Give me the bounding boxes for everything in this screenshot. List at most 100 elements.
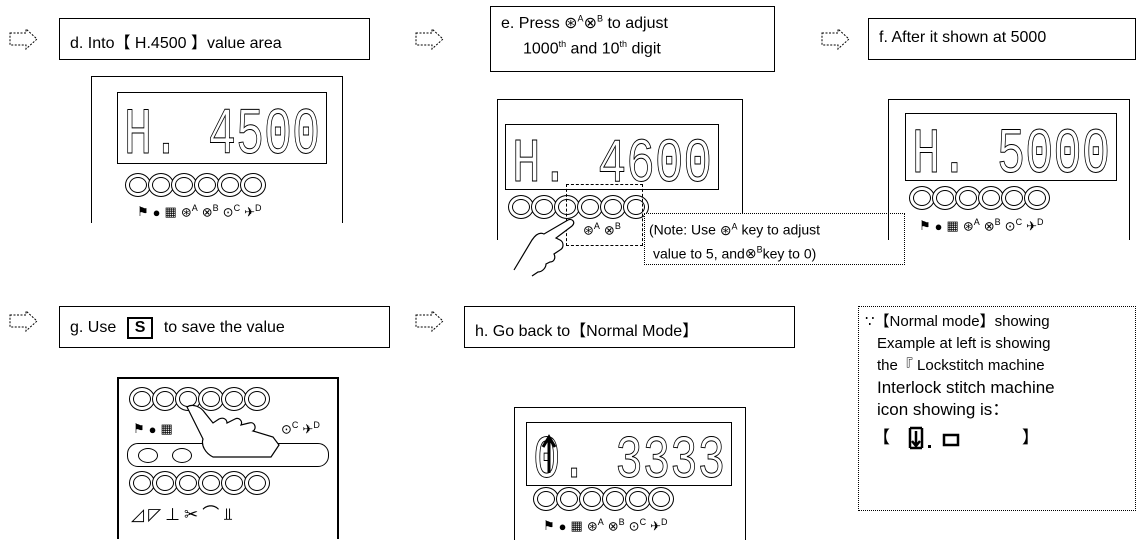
control-panel-e: H. 4600 xyxy=(497,99,743,240)
presser-foot-icon: ⊛A xyxy=(583,220,600,237)
button-row xyxy=(533,487,674,511)
note-box: (Note: Use ⊛A key to adjust value to 5, … xyxy=(644,213,905,265)
right-arrow-icon xyxy=(415,28,444,50)
back-tack-icon: ⊥ xyxy=(165,505,180,524)
w-icon: ▦ xyxy=(160,421,173,436)
panel-button[interactable] xyxy=(623,195,649,219)
presser-foot-key-icon: ⊛A xyxy=(564,13,584,32)
panel-button[interactable] xyxy=(1001,186,1027,210)
function-icon-row: ⊙C ✈D xyxy=(281,415,324,437)
note-line: ∵【Normal mode】showing xyxy=(865,313,1050,330)
step-e-text: e. Press xyxy=(501,15,560,32)
panel-button[interactable] xyxy=(198,387,224,411)
thread-trim-icon: ⊗B xyxy=(603,220,621,237)
needle-icon: ⊙C xyxy=(281,419,299,436)
needle-icon: ⊙C xyxy=(628,516,647,533)
speed-down-icon: ◸ xyxy=(148,505,162,524)
oil-drop-icon: ● xyxy=(148,422,157,437)
pointing-hand-icon xyxy=(513,218,575,277)
panel-button[interactable] xyxy=(1024,186,1050,210)
note-line: Interlock stitch machine xyxy=(877,378,1055,397)
speed-up-icon: ◿ xyxy=(131,505,145,524)
button-row-top xyxy=(129,387,270,411)
function-icon-row: ⊛A ⊗B xyxy=(583,216,625,238)
panel-button[interactable] xyxy=(198,471,224,495)
control-panel-h: 0. 3333 ⚑ ● ▦ ⊛A ⊗B ⊙C ✈D xyxy=(514,407,746,540)
stop-icon: ✈D xyxy=(302,419,320,436)
function-icon-row: ⚑ ● ▦ xyxy=(133,415,177,437)
w-icon: ▦ xyxy=(570,518,583,533)
stop-icon: ✈D xyxy=(650,516,668,533)
stop-icon: ✈D xyxy=(244,202,262,219)
panel-button[interactable] xyxy=(129,471,155,495)
function-icon-row: ⚑ ● ▦ ⊛A ⊗B ⊙C ✈D xyxy=(137,198,265,220)
oil-drop-icon: ● xyxy=(558,519,567,534)
panel-button[interactable] xyxy=(508,195,534,219)
panel-button[interactable] xyxy=(531,195,557,219)
needle-icon: ⊙C xyxy=(1004,216,1023,233)
panel-button[interactable] xyxy=(554,195,580,219)
thread-trim-icon: ⊗B xyxy=(201,202,219,219)
function-icon-row: ◿ ◸ ⊥ ✂ ⌒ ⫫ xyxy=(131,503,237,525)
panel-button[interactable] xyxy=(129,387,155,411)
panel-button[interactable] xyxy=(625,487,651,511)
panel-button[interactable] xyxy=(556,487,582,511)
multi-tack-icon: ⫫ xyxy=(223,505,233,524)
lcd-display-h: 0. 3333 xyxy=(526,422,732,486)
thread-trim-icon: ⊗B xyxy=(607,516,625,533)
step-d-label: d. Into【 H.4500 】value area xyxy=(59,18,370,60)
thread-trim-key-icon: ⊗B xyxy=(744,244,763,262)
seven-segment-readout: 0. 3333 xyxy=(533,428,726,486)
lcd-display-e: H. 4600 xyxy=(505,124,719,190)
lcd-display-d: H. 4500 xyxy=(117,92,327,164)
panel-button[interactable] xyxy=(648,487,674,511)
curve-icon: ⌒ xyxy=(202,505,220,524)
note-line: Example at left is showing xyxy=(877,335,1051,352)
panel-button[interactable] xyxy=(175,471,201,495)
seven-segment-readout: H. 5000 xyxy=(912,120,1111,181)
right-arrow-icon xyxy=(415,310,444,332)
right-arrow-icon xyxy=(9,28,38,50)
panel-button[interactable] xyxy=(244,387,270,411)
panel-button[interactable] xyxy=(244,471,270,495)
step-f-label: f. After it shown at 5000 xyxy=(868,18,1136,60)
step-e-text: to adjust xyxy=(607,15,668,32)
lcd-display-f: H. 5000 xyxy=(905,113,1117,181)
step-g-label: g. Use S to save the value xyxy=(59,306,390,348)
presser-foot-icon: ⊛A xyxy=(586,516,604,533)
svg-text:H. 4500: H. 4500 xyxy=(124,98,320,163)
panel-button[interactable] xyxy=(221,471,247,495)
pressing-hand-icon xyxy=(186,404,280,458)
panel-button[interactable] xyxy=(152,471,178,495)
oil-drop-icon: ● xyxy=(934,219,943,234)
panel-button[interactable] xyxy=(602,487,628,511)
panel-button[interactable] xyxy=(171,173,197,197)
trim-tack-icon: ✂ xyxy=(183,505,199,524)
right-arrow-icon xyxy=(9,310,38,332)
control-panel-g: ⚑ ● ▦ ⊙C ✈D ◿ ◸ ⊥ ✂ ⌒ ⫫ xyxy=(117,377,339,539)
flag-icon: ⚑ xyxy=(919,218,931,233)
thread-trim-key-icon: ⊗B xyxy=(583,13,603,32)
w-icon: ▦ xyxy=(946,218,959,233)
panel-button[interactable] xyxy=(909,186,935,210)
panel-button[interactable] xyxy=(125,173,151,197)
flag-icon: ⚑ xyxy=(137,204,149,219)
save-key-icon: S xyxy=(126,317,154,339)
up-arrow-icon xyxy=(541,434,557,473)
seven-segment-readout: H. 4500 xyxy=(124,98,321,164)
flag-icon: ⚑ xyxy=(133,421,145,436)
thread-trim-icon: ⊗B xyxy=(983,216,1001,233)
panel-button[interactable] xyxy=(600,195,626,219)
w-icon: ▦ xyxy=(164,204,177,219)
function-icon-row: ⚑ ● ▦ ⊛A ⊗B ⊙C ✈D xyxy=(543,512,671,534)
note-line: the『 Lockstitch machine xyxy=(877,357,1045,374)
presser-foot-key-icon: ⊛A xyxy=(719,221,738,238)
highlight-box xyxy=(566,184,643,246)
presser-foot-icon: ⊛A xyxy=(962,216,980,233)
control-panel-f: H. 5000 ⚑ ● ▦ ⊛A ⊗B ⊙C ✈D xyxy=(888,99,1130,240)
panel-button[interactable] xyxy=(240,173,266,197)
normal-mode-note: ∵【Normal mode】showing Example at left is… xyxy=(858,306,1136,511)
interlock-mode-icon xyxy=(908,426,960,450)
panel-button[interactable] xyxy=(148,173,174,197)
panel-button[interactable] xyxy=(194,173,220,197)
